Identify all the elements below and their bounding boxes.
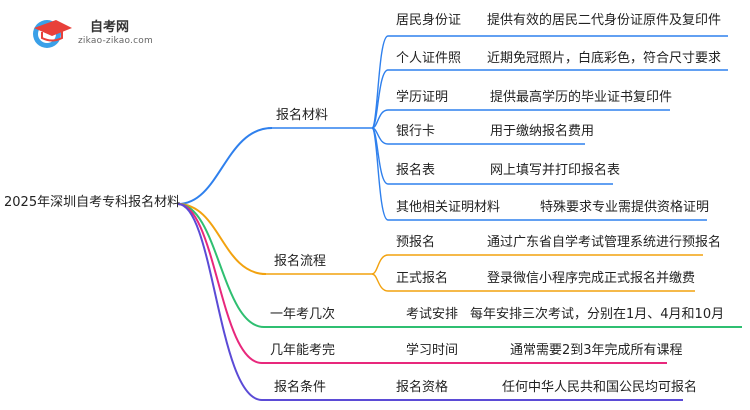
item-label-pre-registration: 预报名	[396, 235, 436, 250]
item-label-photo: 个人证件照	[396, 51, 462, 66]
root-topic: 2025年深圳自考专科报名材料	[4, 195, 181, 210]
item-label-formal-registration: 正式报名	[396, 271, 449, 286]
item-label-bank-card: 银行卡	[396, 124, 436, 139]
item-detail-diploma: 提供最高学历的毕业证书复印件	[490, 90, 673, 105]
item-label-study-time: 学习时间	[406, 343, 459, 358]
item-detail-exam-schedule: 每年安排三次考试，分别在1月、4月和10月	[470, 307, 725, 322]
item-detail-other: 特殊要求专业需提供资格证明	[540, 200, 710, 215]
item-label-form: 报名表	[396, 163, 436, 178]
item-detail-formal-registration: 登录微信小程序完成正式报名并缴费	[487, 271, 696, 286]
branch-label-years-to-finish: 几年能考完	[270, 343, 336, 358]
item-detail-pre-registration: 通过广东省自学考试管理系统进行预报名	[487, 235, 722, 250]
logo-url: zikao-zikao.com	[78, 36, 153, 46]
item-detail-bank-card: 用于缴纳报名费用	[490, 124, 595, 139]
item-detail-id-card: 提供有效的居民二代身份证原件及复印件	[487, 13, 722, 28]
branch-label-process: 报名流程	[274, 254, 327, 269]
logo-title: 自考网	[90, 20, 130, 35]
item-detail-eligibility: 任何中华人民共和国公民均可报名	[502, 380, 698, 395]
item-label-id-card: 居民身份证	[396, 13, 462, 28]
item-label-exam-schedule: 考试安排	[406, 307, 459, 322]
item-label-diploma: 学历证明	[396, 90, 449, 105]
item-label-other: 其他相关证明材料	[396, 200, 501, 215]
item-detail-photo: 近期免冠照片，白底彩色，符合尺寸要求	[487, 51, 722, 66]
branch-label-requirements: 报名条件	[274, 380, 327, 395]
item-detail-form: 网上填写并打印报名表	[490, 163, 621, 178]
graduation-cap-icon	[33, 20, 72, 48]
site-logo: 自考网 zikao-zikao.com	[30, 14, 153, 54]
item-detail-study-time: 通常需要2到3年完成所有课程	[510, 343, 683, 358]
branch-label-exams-per-year: 一年考几次	[270, 307, 336, 322]
branch-label-materials: 报名材料	[276, 108, 329, 123]
item-label-eligibility: 报名资格	[396, 380, 449, 395]
